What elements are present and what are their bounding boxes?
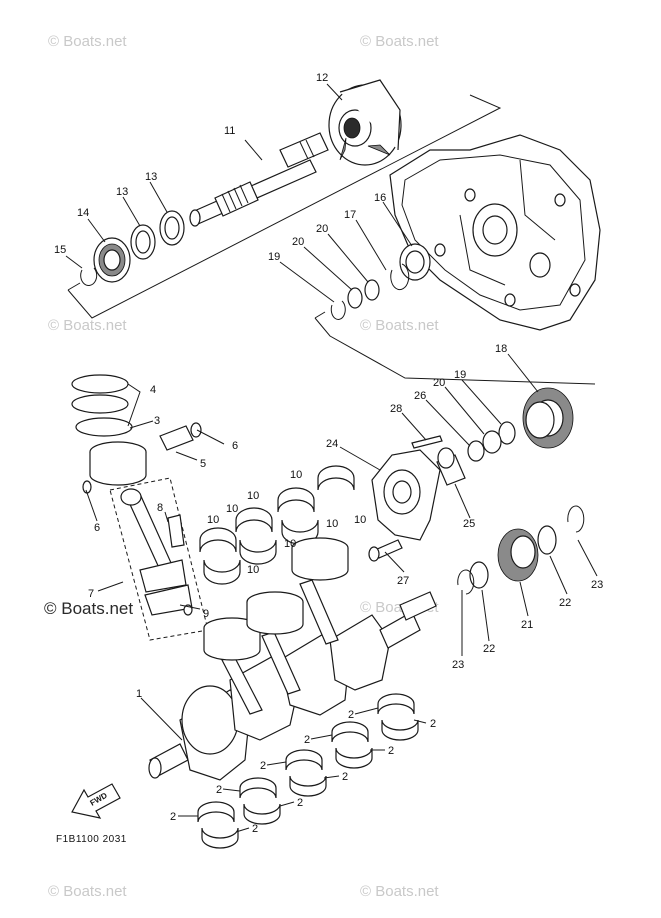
- leader-lines: [65, 83, 598, 741]
- watermark-text: © Boats.net: [48, 317, 127, 334]
- callout-2: 2: [297, 797, 303, 809]
- callout-9: 9: [203, 608, 209, 620]
- callout-labels: 1 3 4 5 6 6 7 8 9 10 10 10 10 10 10 10 1…: [54, 72, 603, 809]
- gear-group: [368, 387, 585, 595]
- callout-26: 26: [414, 390, 426, 402]
- callout-2-left: 2: [170, 811, 176, 823]
- callout-2: 2: [304, 734, 310, 746]
- callout-13: 13: [116, 186, 128, 198]
- callout-1: 1: [136, 688, 142, 700]
- watermark-text: © Boats.net: [360, 33, 439, 50]
- callout-22: 22: [559, 597, 571, 609]
- output-shaft-group: [67, 79, 502, 319]
- callout-6: 6: [232, 440, 238, 452]
- callout-19: 19: [454, 369, 466, 381]
- callout-13: 13: [145, 171, 157, 183]
- callout-2: 2: [348, 709, 354, 721]
- callout-2: 2: [342, 771, 348, 783]
- callout-6: 6: [94, 522, 100, 534]
- callout-17: 17: [344, 209, 356, 221]
- callout-23: 23: [452, 659, 464, 671]
- seal-group: [314, 243, 596, 385]
- callout-3: 3: [154, 415, 160, 427]
- piston-pin: [159, 425, 194, 451]
- callout-23: 23: [591, 579, 603, 591]
- callout-10: 10: [290, 469, 302, 481]
- callout-15: 15: [54, 244, 66, 256]
- callout-10: 10: [247, 564, 259, 576]
- callout-11: 11: [224, 125, 235, 137]
- callout-21: 21: [521, 619, 533, 631]
- diagram-code: F1B1100 2031: [56, 834, 127, 845]
- connecting-rod: [127, 493, 173, 571]
- circlip: [80, 267, 98, 286]
- watermark-text: © Boats.net: [360, 317, 439, 334]
- watermark-text: © Boats.net: [360, 883, 439, 900]
- circlip: [390, 263, 410, 291]
- callout-28: 28: [390, 403, 402, 415]
- crankshaft: [148, 537, 437, 781]
- callout-2: 2: [216, 784, 222, 796]
- callout-8: 8: [157, 502, 163, 514]
- callout-10: 10: [354, 514, 366, 526]
- extra-callouts: 2 2: [170, 811, 258, 835]
- rod-bearing-group: [197, 693, 419, 849]
- watermark-text: © Boats.net: [48, 33, 127, 50]
- callout-2: 2: [260, 760, 266, 772]
- callout-19: 19: [268, 251, 280, 263]
- piston-group: [71, 374, 209, 641]
- callout-7: 7: [88, 588, 94, 600]
- callout-10: 10: [207, 514, 219, 526]
- callout-2-bottom: 2: [252, 823, 258, 835]
- callout-14: 14: [77, 207, 89, 219]
- callout-25: 25: [463, 518, 475, 530]
- callout-27: 27: [397, 575, 409, 587]
- callout-2: 2: [430, 718, 436, 730]
- watermark-main: © Boats.net: [44, 599, 133, 618]
- callout-5: 5: [200, 458, 206, 470]
- callout-10: 10: [226, 503, 238, 515]
- callout-20: 20: [316, 223, 328, 235]
- callout-24: 24: [326, 438, 338, 450]
- fwd-arrow-icon: FWD: [71, 783, 121, 819]
- callout-22: 22: [483, 643, 495, 655]
- callout-10: 10: [284, 538, 296, 550]
- main-bearing-group: [199, 465, 355, 585]
- crankcase-cover: [389, 134, 601, 331]
- coupling-part: [328, 79, 402, 166]
- watermark-text: © Boats.net: [48, 883, 127, 900]
- callout-20: 20: [433, 377, 445, 389]
- callout-10: 10: [326, 518, 338, 530]
- watermark-layer: © Boats.net © Boats.net © Boats.net © Bo…: [44, 33, 439, 900]
- callout-18: 18: [495, 343, 507, 355]
- shaft-part: [189, 132, 329, 227]
- callout-4: 4: [150, 384, 156, 396]
- callout-16: 16: [374, 192, 386, 204]
- callout-2: 2: [388, 745, 394, 757]
- callout-20: 20: [292, 236, 304, 248]
- callout-12: 12: [316, 72, 328, 84]
- callout-10: 10: [247, 490, 259, 502]
